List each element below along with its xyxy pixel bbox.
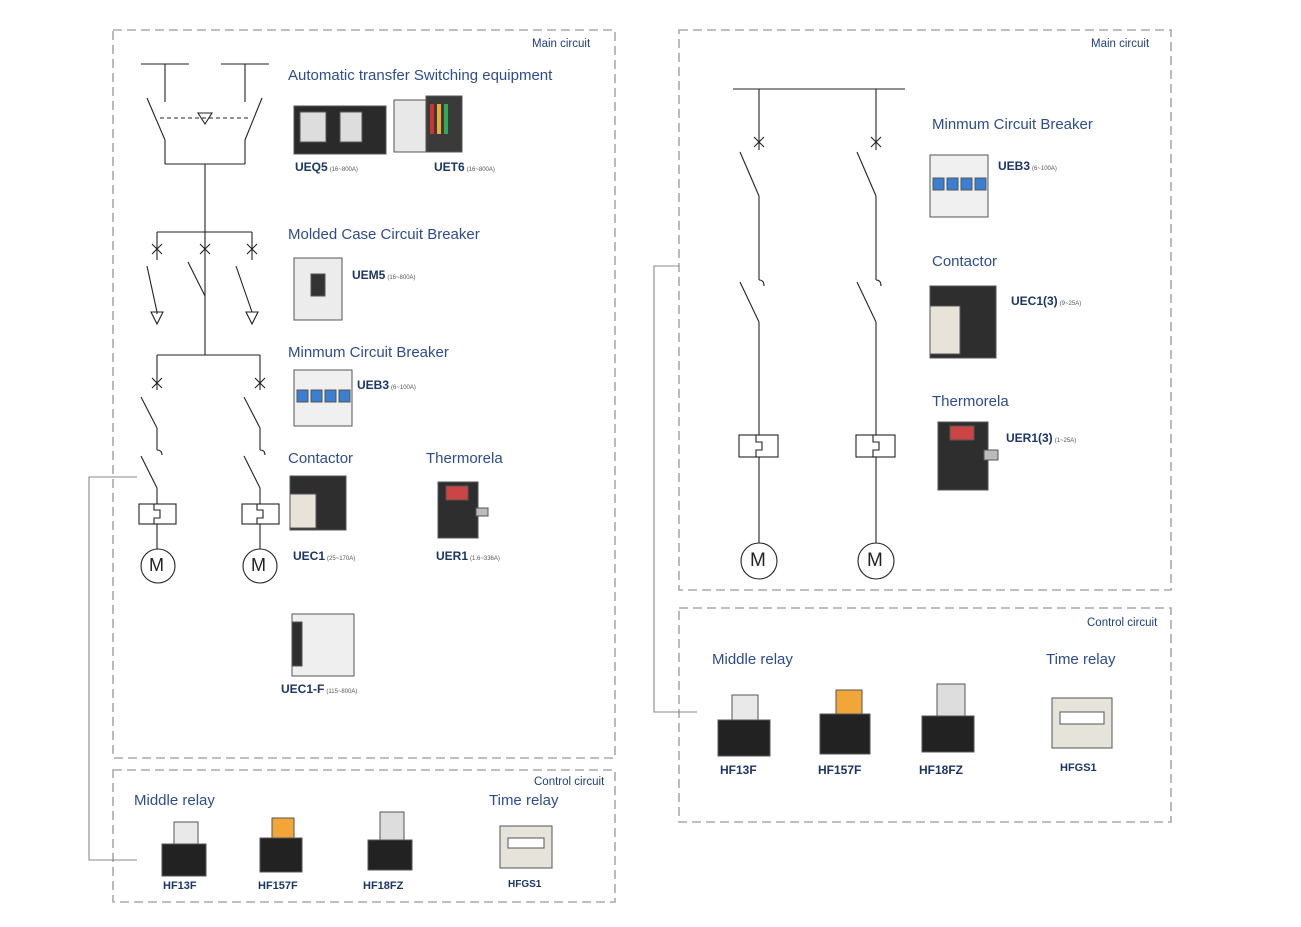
right-ueb3-range: (6~100A) — [1032, 166, 1057, 172]
left-uer1-model: UER1(1.6~336A) — [436, 549, 500, 563]
left-control-label: Control circuit — [534, 776, 605, 788]
right-relay-2-model: HF157F — [818, 763, 862, 777]
right-control-link — [653, 265, 697, 713]
uet6-model: UET6(16~800A) — [434, 160, 495, 174]
right-contactor-title: Contactor — [932, 253, 998, 270]
left-control-frame — [112, 769, 616, 903]
left-time-relay-title: Time relay — [489, 792, 559, 809]
left-hf13f-picture — [173, 821, 199, 845]
right-ueb3-model: UEB3(6~100A) — [998, 159, 1057, 173]
right-branches — [733, 88, 905, 580]
right-thermo-title: Thermorela — [932, 393, 1009, 410]
ueq5-model: UEQ5(16~800A) — [295, 160, 358, 174]
left-timer-model: HFGS1 — [508, 879, 542, 890]
right-ueb3-name: UEB3 — [998, 159, 1031, 173]
right-uer1-model: UER1(3)(1~25A) — [1006, 431, 1076, 445]
right-relay-1-model: HF13F — [720, 763, 757, 777]
right-mcb-title: Minmum Circuit Breaker — [932, 116, 1093, 133]
left-motor-2 — [242, 548, 278, 584]
uet6-name: UET6 — [434, 160, 465, 174]
right-motor-1 — [740, 542, 778, 580]
product-pictures — [161, 95, 1113, 877]
right-uer1-name: UER1(3) — [1006, 431, 1053, 445]
right-uec1-range: (9~25A) — [1059, 301, 1082, 307]
left-hf157f-picture — [271, 817, 295, 841]
left-relay-2-model: HF157F — [258, 880, 298, 892]
left-motor-1-label: M — [149, 555, 164, 575]
right-hf157f-picture — [835, 689, 863, 717]
left-contactor-title: Contactor — [288, 450, 354, 467]
left-uer1-name: UER1 — [436, 549, 469, 563]
left-relay-3-model: HF18FZ — [363, 880, 404, 892]
right-hf18fz-picture — [936, 683, 966, 721]
right-relay-3-model: HF18FZ — [919, 763, 964, 777]
left-uec1-model: UEC1(25~170A) — [293, 549, 355, 563]
left-motor-1 — [140, 548, 176, 584]
uem5-range: (16~800A) — [387, 275, 416, 281]
ueq5-range: (16~800A) — [329, 167, 358, 173]
uec1-f-model: UEC1-F(115~800A) — [281, 682, 357, 696]
left-hf18fz-picture — [379, 811, 405, 843]
mccb-branches — [146, 231, 259, 326]
left-main-label: Main circuit — [532, 38, 591, 50]
right-uec1-name: UEC1(3) — [1011, 294, 1058, 308]
right-uec1-model: UEC1(3)(9~25A) — [1011, 294, 1081, 308]
left-ueb3-range: (6~100A) — [391, 385, 416, 391]
ueq5-name: UEQ5 — [295, 160, 328, 174]
right-motor-2-label: M — [867, 550, 883, 571]
right-hf13f-picture — [731, 694, 759, 722]
uec1-f-range: (115~800A) — [326, 689, 358, 695]
ats-title: Automatic transfer Switching equipment — [288, 67, 553, 84]
left-mcb-title: Minmum Circuit Breaker — [288, 344, 449, 361]
right-motor-2 — [857, 542, 895, 580]
left-uec1-range: (25~170A) — [327, 556, 356, 562]
uet6-range: (16~800A) — [466, 167, 495, 173]
right-main-label: Main circuit — [1091, 38, 1150, 50]
left-uec1-name: UEC1 — [293, 549, 326, 563]
right-motor-1-label: M — [750, 550, 766, 571]
right-time-relay-title: Time relay — [1046, 651, 1116, 668]
left-mcb-branches — [138, 354, 280, 584]
uet6-picture — [393, 99, 427, 153]
right-middle-relay-title: Middle relay — [712, 651, 793, 668]
uem5-model: UEM5(16~800A) — [352, 268, 416, 282]
right-main-frame — [678, 29, 1172, 591]
mccb-title: Molded Case Circuit Breaker — [288, 226, 480, 243]
left-control-link — [88, 476, 137, 861]
left-relay-1-model: HF13F — [163, 880, 197, 892]
left-ueb3-model: UEB3(6~100A) — [357, 378, 416, 392]
right-uer1-range: (1~25A) — [1054, 438, 1077, 444]
left-ueb3-name: UEB3 — [357, 378, 390, 392]
right-control-frame — [678, 607, 1172, 823]
left-middle-relay-title: Middle relay — [134, 792, 215, 809]
left-thermo-title: Thermorela — [426, 450, 503, 467]
right-control-label: Control circuit — [1087, 617, 1158, 629]
right-timer-model: HFGS1 — [1060, 762, 1097, 774]
left-motor-2-label: M — [251, 555, 266, 575]
left-uer1-range: (1.6~336A) — [470, 556, 500, 562]
uem5-name: UEM5 — [352, 268, 386, 282]
ats-symbol — [141, 63, 269, 355]
uec1-f-name: UEC1-F — [281, 682, 325, 696]
